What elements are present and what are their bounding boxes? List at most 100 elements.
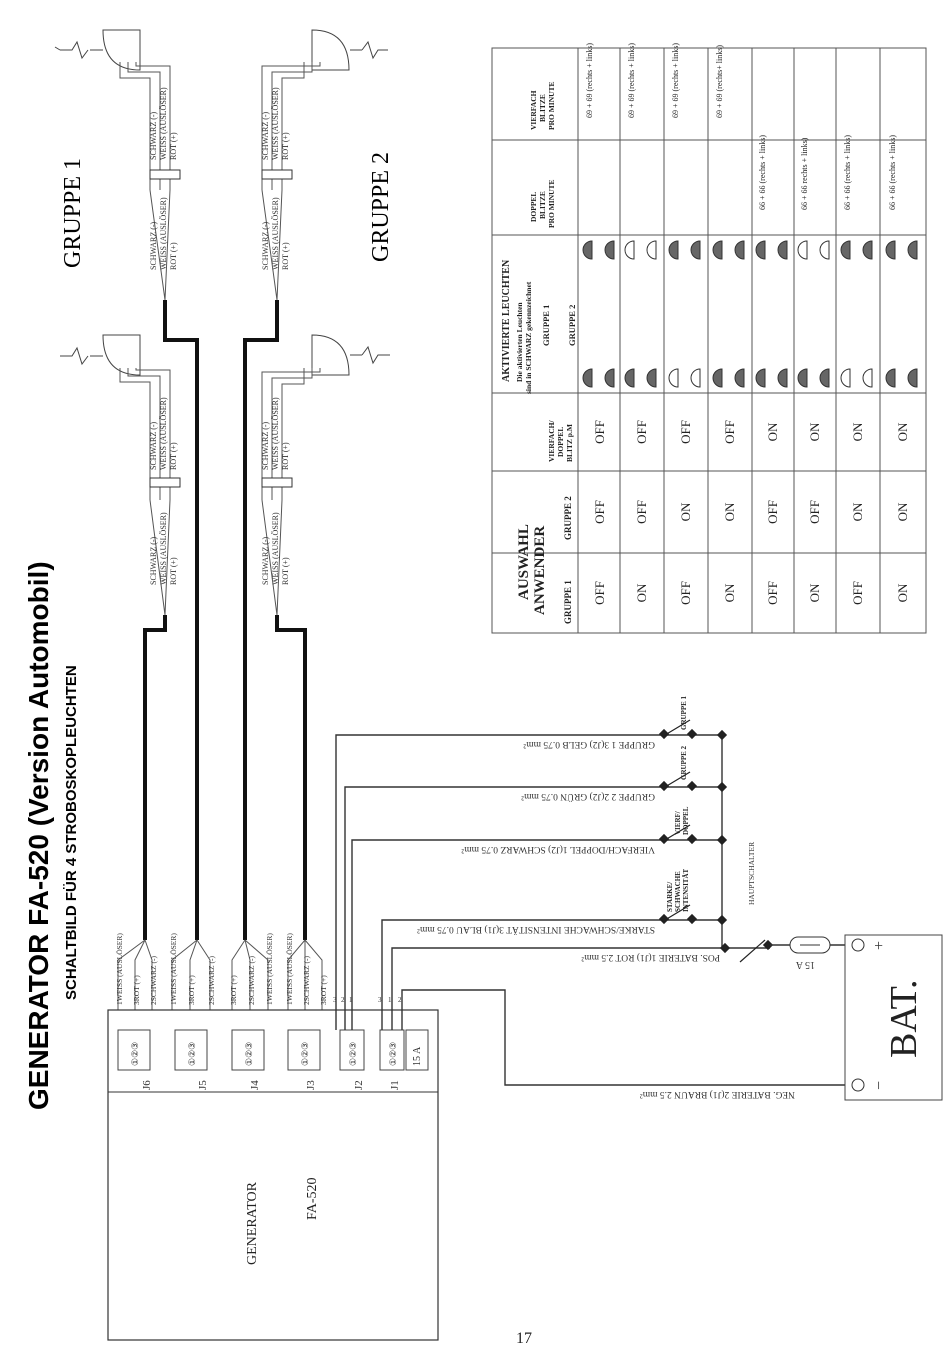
cell-vierfach: 69 + 69 (rechts + links) xyxy=(627,43,636,118)
cell-g2: OFF xyxy=(765,500,780,524)
table-header-doppel: DOPPELBLITZEPRO MINUTE xyxy=(529,179,556,228)
wire-label-white: WEISS (AUSLÖSER) xyxy=(271,197,280,270)
battery-box xyxy=(844,934,943,1101)
svg-text:SCHWACHE: SCHWACHE xyxy=(674,871,682,912)
lamp-indicator-icon xyxy=(862,368,873,388)
lamp-indicator-icon xyxy=(840,368,851,388)
svg-text:①②③: ①②③ xyxy=(244,1042,254,1066)
lamp-indicator-icon xyxy=(907,240,918,260)
control-wire-label: GRUPPE 2 2(J2) GRÜN 0.75 mm² xyxy=(521,791,655,803)
wire-label-black: SCHWARZ (-) xyxy=(149,421,158,470)
wire-label-white: WEISS (AUSLÖSER) xyxy=(159,197,168,270)
battery-minus-terminal xyxy=(851,1078,865,1092)
page-title: GENERATOR FA-520 (Version Automobil) xyxy=(23,561,54,1110)
cell-g1: ON xyxy=(807,583,822,602)
lamp-indicator-icon xyxy=(712,240,723,260)
lamp-indicator-icon xyxy=(582,240,593,260)
cell-vierfach: 69 + 69 (rechts+ links) xyxy=(715,45,724,118)
svg-text:①②③: ①②③ xyxy=(348,1042,358,1066)
table-header-aktiv-g1: GRUPPE 1 xyxy=(541,305,551,346)
svg-text:2: 2 xyxy=(341,996,345,1004)
svg-text:3: 3 xyxy=(333,996,337,1004)
wire-label-white: WEISS (AUSLÖSER) xyxy=(271,87,280,160)
connector-wire-label: 3ROT (+) xyxy=(132,975,141,1005)
connector-wire-label: 2SCHWARZ (-) xyxy=(149,956,158,1005)
svg-text:①②③: ①②③ xyxy=(187,1042,197,1066)
cell-g1: OFF xyxy=(678,581,693,605)
cell-g1: OFF xyxy=(765,581,780,605)
generator-label: GENERATOR xyxy=(245,1181,260,1265)
inline-connector xyxy=(149,477,181,488)
cell-mode: ON xyxy=(807,422,822,441)
table-header-aktiv-g2: GRUPPE 2 xyxy=(567,305,577,346)
svg-text:1: 1 xyxy=(349,996,353,1004)
cell-mode: OFF xyxy=(722,420,737,444)
inline-connector xyxy=(149,169,181,180)
connector-j2: J2 xyxy=(353,1080,365,1090)
generator-model: FA-520 xyxy=(305,1177,320,1220)
cell-g2: OFF xyxy=(807,500,822,524)
connector-wire-label: 1WEISS (AUSLÖSER) xyxy=(265,933,274,1005)
svg-text:2: 2 xyxy=(398,996,402,1004)
lamp-indicator-icon xyxy=(819,240,830,260)
lamp-indicator-icon xyxy=(819,368,830,388)
battery-minus-label: − xyxy=(871,1081,888,1090)
connector-j1: J1 xyxy=(389,1080,401,1090)
wire-label-red: ROT (+) xyxy=(281,557,290,585)
connector-wire-label: 2SCHWARZ (-) xyxy=(247,956,256,1005)
lamp-indicator-icon xyxy=(668,240,679,260)
main-switch-label: HAUPTSCHALTER xyxy=(747,842,756,905)
wire-label-black: SCHWARZ (-) xyxy=(261,111,270,160)
wire-label-black: SCHWARZ (-) xyxy=(149,111,158,160)
cell-vierfach: 69 + 69 (rechts + links) xyxy=(671,43,680,118)
connector-j5: J5 xyxy=(197,1080,209,1090)
neg-battery-label: NEG. BATERIE 2(J1) BRAUN 2.5 mm² xyxy=(640,1089,795,1100)
svg-text:STARKE/: STARKE/ xyxy=(666,881,674,912)
svg-text:INTENSITÄT: INTENSITÄT xyxy=(682,868,690,912)
wire-label-red: ROT (+) xyxy=(281,442,290,470)
cell-g1: OFF xyxy=(592,581,607,605)
lamp-indicator-icon xyxy=(668,368,679,388)
wire-label-white: WEISS (AUSLÖSER) xyxy=(159,87,168,160)
connector-wire-label: 3ROT (+) xyxy=(187,975,196,1005)
wire-label-black: SCHWARZ (-) xyxy=(149,536,158,585)
connector-j3: J3 xyxy=(305,1080,317,1090)
lamp-indicator-icon xyxy=(885,240,896,260)
cell-doppel: 66 + 66 (rechts + links) xyxy=(843,135,852,210)
lamp-indicator-icon xyxy=(734,240,745,260)
connector-wire-label: 2SCHWARZ (-) xyxy=(302,956,311,1005)
lamp-indicator-icon xyxy=(885,368,896,388)
table-header-vierfach: VIERFACHBLITZEPRO MINUTE xyxy=(529,81,556,130)
switch-label-g1: GRUPPE 1 xyxy=(680,695,688,730)
connector-wire-label: 1WEISS (AUSLÖSER) xyxy=(115,933,124,1005)
wire-label-white: WEISS (AUSLÖSER) xyxy=(159,397,168,470)
cell-g2: ON xyxy=(850,502,865,521)
group2-label: GRUPPE 2 xyxy=(368,152,394,262)
lamp-indicator-icon xyxy=(624,368,635,388)
lamp-indicator-icon xyxy=(604,240,615,260)
svg-text:VIERF/: VIERF/ xyxy=(674,810,682,835)
lamp-indicator-icon xyxy=(777,368,788,388)
wire-label-red: ROT (+) xyxy=(281,242,290,270)
lamp-indicator-icon xyxy=(734,368,745,388)
table-header-g1: GRUPPE 1 xyxy=(563,580,573,624)
lamp-indicator-icon xyxy=(840,240,851,260)
pos-battery-label: POS. BATERIE 1(J1) ROT 2.5 mm² xyxy=(581,952,720,963)
cell-g1: ON xyxy=(895,583,910,602)
control-wire-label: STARKE/SCHWACHE INTENSITÄT 3(J1) BLAU 0.… xyxy=(417,924,655,936)
connector-sockets xyxy=(117,1029,429,1071)
lamp-indicator-icon xyxy=(755,240,766,260)
cell-mode: ON xyxy=(895,422,910,441)
connector-wire-label: 3ROT (+) xyxy=(229,975,238,1005)
lamp-indicator-icon xyxy=(646,368,657,388)
cell-g2: OFF xyxy=(592,500,607,524)
wire-label-red: ROT (+) xyxy=(169,442,178,470)
cell-doppel: 66 + 66 (rechts + links) xyxy=(758,135,767,210)
svg-text:1: 1 xyxy=(388,996,392,1004)
truth-table xyxy=(491,47,927,634)
generator-fuse-label: 15 A xyxy=(412,1046,423,1066)
lamp-indicator-icon xyxy=(907,368,918,388)
cell-g2: ON xyxy=(722,502,737,521)
lamp-indicator-icon xyxy=(797,240,808,260)
